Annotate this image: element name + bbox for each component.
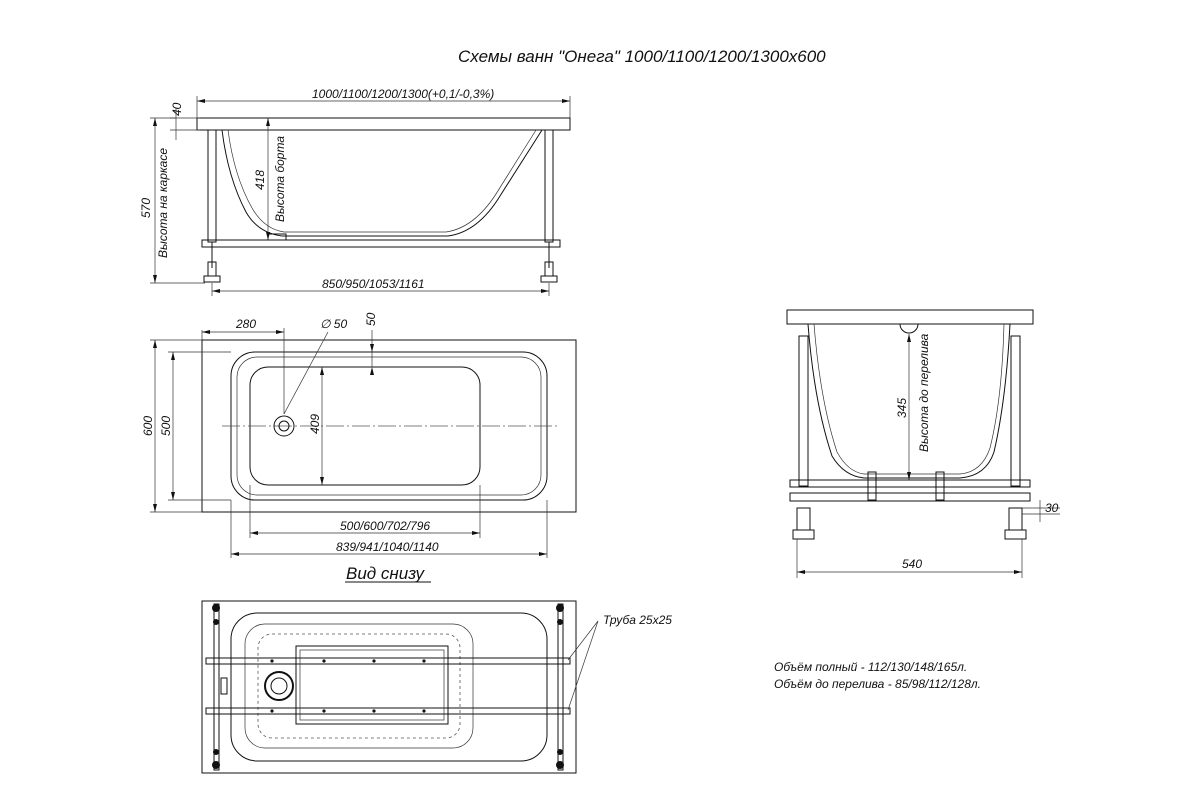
- drawing-title: Схемы ванн "Онега" 1000/1100/1200/1300х6…: [458, 47, 826, 66]
- pipe-label: Труба 25х25: [603, 613, 672, 627]
- overflow-height-label: Высота до перелива: [917, 333, 931, 452]
- top-view: 280 ∅ 50 50 600 500 409 500/600/702/796: [141, 312, 577, 558]
- volume-full: Объём полный - 112/130/148/165л.: [774, 660, 967, 674]
- inner-length-dimension: 839/941/1040/1140: [336, 540, 439, 554]
- volume-overflow: Объём до перелива - 85/98/112/128л.: [774, 677, 981, 691]
- bottom-view-heading: Вид снизу: [346, 564, 426, 583]
- length-dimension: 1000/1100/1200/1300(+0,1/-0,3%): [312, 87, 494, 101]
- drain-offset-dimension: 280: [235, 317, 256, 331]
- frame-height-label: Высота на каркасе: [156, 148, 170, 258]
- overflow-height-value: 345: [895, 398, 909, 418]
- legs-span-dimension: 850/950/1053/1161: [322, 277, 425, 291]
- inner-width-dimension: 500: [159, 416, 173, 436]
- bottom-length-dimension: 500/600/702/796: [340, 519, 430, 533]
- rim-height-label: Высота борта: [273, 136, 287, 222]
- drain-diameter-dimension: ∅ 50: [320, 317, 347, 331]
- edge-offset-dimension: 50: [364, 312, 378, 326]
- rim-thickness-dimension: 40: [170, 102, 184, 116]
- bottom-view: Вид снизу: [201, 564, 672, 774]
- frame-height-value: 570: [139, 198, 153, 218]
- volume-notes: Объём полный - 112/130/148/165л. Объём д…: [774, 660, 981, 691]
- end-view: 345 Высота до перелива 30 540: [786, 309, 1060, 578]
- side-view: 1000/1100/1200/1300(+0,1/-0,3%) 40 570: [139, 87, 571, 296]
- legs-width-dimension: 540: [902, 557, 922, 571]
- outer-width-dimension: 600: [141, 416, 155, 436]
- rim-height-value: 418: [253, 170, 267, 190]
- frame-offset-dimension: 30: [1045, 501, 1059, 515]
- bottom-width-dimension: 409: [308, 414, 322, 434]
